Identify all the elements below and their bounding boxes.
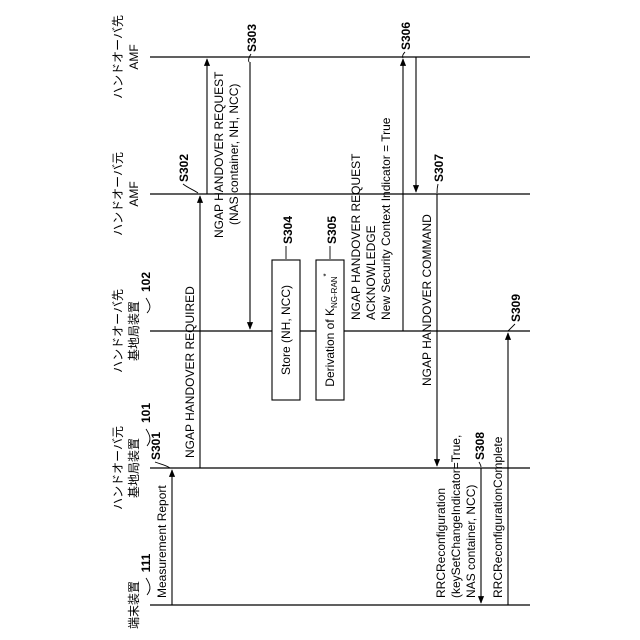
ref-leader-111 bbox=[146, 578, 150, 595]
leader-s303 bbox=[249, 54, 251, 62]
step-id-s301: S301 bbox=[149, 432, 163, 460]
step-id-s305: S305 bbox=[325, 216, 339, 244]
msg-s308-line2: (keySetChangeIndicator=True, bbox=[449, 435, 463, 598]
step-id-s309: S309 bbox=[509, 294, 523, 322]
step-id-s307: S307 bbox=[432, 154, 446, 182]
msg-s306-line2: ACKNOWLEDGE bbox=[364, 225, 378, 320]
lane-label-terminal: 端末装置 bbox=[127, 581, 141, 629]
label-s305-sub: NG-RAN bbox=[330, 276, 339, 308]
msg-s302: NGAP HANDOVER REQUIRED bbox=[183, 286, 197, 458]
msg-s306-line1: NGAP HANDOVER REQUEST bbox=[349, 153, 363, 320]
step-id-s308: S308 bbox=[473, 432, 487, 460]
ref-num-111: 111 bbox=[139, 553, 153, 572]
ref-leader-102 bbox=[146, 298, 150, 313]
lane-label-source-bs-1: ハンドオーバ元 bbox=[111, 426, 125, 510]
lane-label-source-amf-2: AMF bbox=[127, 181, 141, 206]
label-s305-sup: * bbox=[322, 273, 331, 276]
leader-s308 bbox=[479, 462, 481, 467]
leader-s301 bbox=[155, 462, 170, 468]
msg-s303-line1: NGAP HANDOVER REQUEST bbox=[212, 71, 226, 238]
label-s305-prefix: Derivation of K bbox=[323, 308, 337, 387]
msg-s308-line3: NAS container, NCC) bbox=[464, 485, 478, 598]
ref-num-101: 101 bbox=[139, 403, 153, 423]
msg-s307: NGAP HANDOVER COMMAND bbox=[420, 214, 434, 386]
leader-s302 bbox=[183, 184, 198, 193]
lane-label-source-bs-2: 基地局装置 bbox=[127, 438, 141, 498]
lane-label-target-amf-2: AMF bbox=[127, 44, 141, 69]
step-id-s303: S303 bbox=[245, 24, 259, 52]
lane-label-target-amf-1: ハンドオーバ先 bbox=[111, 15, 125, 99]
lane-label-source-amf-1: ハンドオーバ元 bbox=[111, 152, 125, 236]
msg-s308-line1: RRCReconfiguration bbox=[434, 488, 448, 598]
step-id-s306: S306 bbox=[399, 22, 413, 50]
step-id-s304: S304 bbox=[281, 216, 295, 244]
msg-s306-line3: New Security Context Indicator = True bbox=[379, 117, 393, 320]
msg-s309: RRCReconfigurationComplete bbox=[491, 436, 505, 598]
label-s304: Store (NH, NCC) bbox=[279, 285, 293, 375]
msg-s303-line2: (NAS container, NH, NCC) bbox=[227, 84, 241, 225]
leader-s309 bbox=[508, 324, 515, 331]
leader-s307 bbox=[437, 184, 438, 193]
ref-num-102: 102 bbox=[139, 272, 153, 292]
lane-label-target-bs-2: 基地局装置 bbox=[127, 301, 141, 361]
msg-s301: Measurement Report bbox=[155, 485, 169, 598]
step-id-s302: S302 bbox=[177, 154, 191, 182]
lane-label-target-bs-1: ハンドオーバ先 bbox=[111, 289, 125, 373]
